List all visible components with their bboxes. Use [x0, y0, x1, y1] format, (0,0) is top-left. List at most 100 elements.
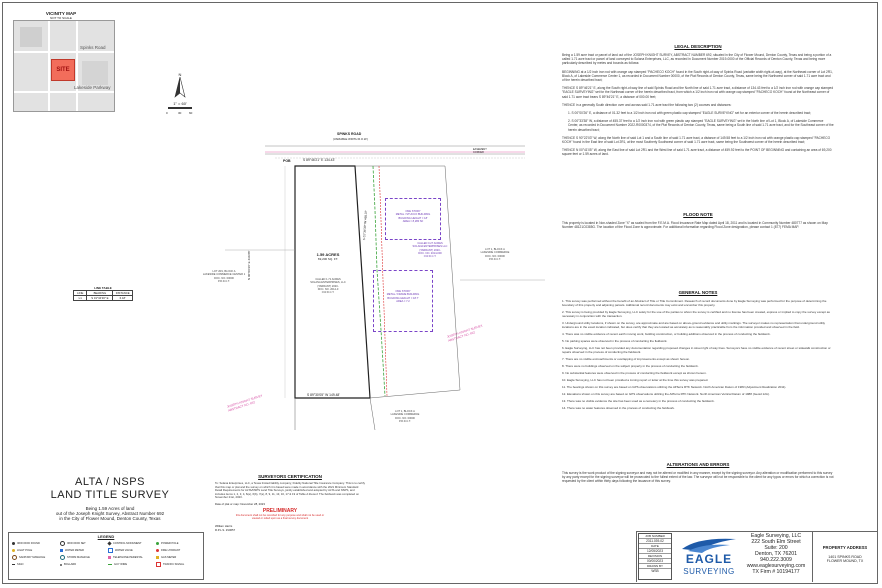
logo-text-top: EAGLE — [685, 552, 733, 566]
date-value: 12/05/2023 — [639, 549, 671, 554]
map-block — [20, 27, 42, 47]
survey-plan: SPINKS ROAD (VARIABLE WIDTH R.O.W.) POB … — [203, 130, 545, 440]
line-table-cell: S 01°34'30" E — [87, 296, 114, 300]
building-footprint-2 — [373, 270, 433, 332]
company-suite: Suite: 200 — [764, 545, 788, 551]
legal-paragraph: Being a 1.59 acre tract or parcel of lan… — [562, 53, 832, 66]
storm-manhole-icon — [60, 555, 65, 560]
building-label-1: ONE STORY METAL / STUCCO BUILDING BUILDI… — [395, 210, 431, 223]
drawn-by-label: DRAWN BY — [639, 564, 671, 569]
map-road-vertical — [76, 21, 78, 111]
line-table-header-cell: LINE — [74, 291, 88, 295]
company-website[interactable]: www.eaglesurveying.com — [746, 563, 806, 569]
legend-item: WATER VALVE — [108, 548, 152, 553]
general-note: 4. There was no visible evidence of rece… — [562, 332, 771, 336]
lot-west-label: LOT 2R1, BLOCK A LAKESIDE COMMERCE CENTE… — [202, 270, 246, 283]
water-valve-icon — [108, 548, 113, 553]
map-road-label: Spinks Road — [80, 45, 106, 50]
legend-item-label: CONTROL MONUMENT — [113, 542, 142, 545]
general-note: 2. This survey is being provided by Eagl… — [562, 310, 830, 318]
scale-tick: 60 — [189, 111, 193, 115]
surveyors-cert-title: SURVEYORS CERTIFICATION — [258, 474, 322, 479]
legend-item-label: BOLLARD — [64, 563, 77, 566]
divider — [636, 531, 878, 532]
surveyors-cert-date: Date of plat or map: November 28, 2023 — [215, 501, 265, 506]
lot-south-label: LOT 1, BLOCK A LAKESIDE COMMERCE DOC. NO… — [390, 410, 420, 423]
line-table-cell: 6.18' — [119, 296, 126, 300]
property-address-line: FLOWER MOUND, TX — [826, 559, 864, 563]
property-address-title: PROPERTY ADDRESS — [822, 545, 868, 550]
job-number-label: JOB NUMBER — [639, 534, 671, 539]
flood-note-text: This property is located in Non-shaded Z… — [562, 221, 828, 230]
divider — [636, 531, 637, 582]
power-pole-icon — [156, 542, 159, 545]
survey-description: in the City of Flower Mound, Denton Coun… — [59, 516, 161, 521]
company-name: Eagle Surveying, LLC — [750, 533, 802, 539]
legend-item-label: IRON ROD FOUND — [17, 542, 40, 545]
line-table-title: LINE TABLE — [94, 286, 112, 290]
building-footprint-1 — [385, 198, 441, 240]
bollard-icon — [60, 563, 62, 566]
legend-item: TRAFFIC SIGNAL — [156, 562, 200, 567]
legend-item: FIRE HYDRANT — [156, 548, 200, 553]
plan-south-bearing: S 89°30'05" W 149.48' — [307, 393, 340, 397]
map-site-label: SITE — [56, 67, 70, 73]
legend-item: IRON ROD SET — [60, 541, 104, 546]
general-notes: GENERAL NOTES 1. This survey was perform… — [562, 290, 834, 413]
sanitary-manhole-icon — [12, 555, 17, 560]
telephone-pedestal-icon — [108, 556, 111, 559]
legend-item-label: TELEPHONE PEDESTAL — [113, 556, 143, 559]
logo-text-bottom: SURVEYING — [683, 567, 735, 576]
legend-item: WATER METER — [60, 548, 104, 553]
revision-label: REVISION — [639, 554, 671, 559]
job-info-block: JOB NUMBER 2311.039-02 DATE 12/05/2023 R… — [638, 533, 672, 580]
survey-plan-linework — [225, 145, 545, 431]
legend-item-label: GAS METER — [161, 556, 177, 559]
general-notes-title: GENERAL NOTES — [678, 290, 718, 295]
legend-item: SANITARY MANHOLE — [12, 555, 56, 560]
acreage-sqft: 69,200 SQ. FT. — [317, 257, 339, 261]
job-number-value: 2311.039-02 — [639, 539, 671, 544]
flood-note: FLOOD NOTE This property is located in N… — [562, 212, 834, 233]
line-table-header: LINE BEARING DISTANCE — [73, 290, 133, 296]
survey-description: out of the Joseph Knight Survey, Abstrac… — [55, 511, 165, 516]
legend-item-label: WATER VALVE — [115, 549, 133, 552]
survey-title-block: ALTA / NSPS LAND TITLE SURVEY Being 1.59… — [20, 476, 200, 521]
gas-meter-icon — [156, 556, 159, 559]
legend-item-label: LIGHT POLE — [17, 549, 33, 552]
alterations-title: ALTERATIONS AND ERRORS — [666, 462, 730, 467]
legend-item: LIGHT POLE — [12, 548, 56, 553]
legend-item-label: SANITARY MANHOLE — [19, 556, 46, 559]
building-label-2: ONE STORY METAL / FRAME BUILDING BUILDIN… — [386, 290, 420, 303]
iron-rod-found-icon — [12, 542, 15, 545]
vicinity-map-subtitle: NOT TO SCALE — [50, 16, 72, 20]
preliminary-title: PRELIMINARY — [262, 507, 298, 514]
legend-item: IRON ROD FOUND — [12, 541, 56, 546]
alterations-text: This survey is the work product of the s… — [562, 471, 834, 484]
sign-icon — [12, 564, 15, 565]
general-note: 10. Eagle Surveying, LLC has not been pr… — [562, 378, 709, 382]
signer-name: William Harris — [215, 523, 233, 528]
company-logo: EAGLE SURVEYING — [676, 533, 742, 580]
map-road-horizontal — [14, 91, 114, 93]
general-note: 8. There were no buildings observed on t… — [562, 364, 699, 368]
legend-item-label: FIRE HYDRANT — [161, 549, 181, 552]
map-block — [82, 61, 108, 85]
preliminary-stamp: PRELIMINARY this document shall not be r… — [235, 508, 325, 521]
lot-east-label: LOT 1, BLOCK A LAKESIDE COMMERCE DOC. NO… — [480, 248, 510, 261]
legend-item-label: WATER METER — [65, 549, 84, 552]
plan-acreage: 1.59 ACRES 69,200 SQ. FT. — [303, 252, 353, 261]
plan-road-sublabel: (VARIABLE WIDTH R.O.W.) — [333, 137, 369, 141]
line-table: LINE TABLE LINE BEARING DISTANCE L1 S 01… — [73, 286, 133, 301]
general-note: 1. This survey was performed without the… — [562, 299, 827, 307]
fire-hydrant-icon — [156, 549, 159, 552]
surveyors-cert-text: To: Solana Enterprises, LLC, a Texas lim… — [215, 481, 366, 500]
line-table-header-cell: BEARING — [87, 291, 114, 295]
plan-north-bearing: S 89°46'21" E 134.43' — [303, 158, 335, 162]
scale-tick: 0 — [166, 111, 168, 115]
legend-item-label: POWER POLE — [161, 542, 179, 545]
north-arrow: N 1" = 60' 0 30 60 — [166, 72, 194, 120]
legal-paragraph: THENCE S 89°46'21" E, along the South ri… — [562, 86, 834, 99]
legend-item: GAS METER — [156, 555, 200, 560]
